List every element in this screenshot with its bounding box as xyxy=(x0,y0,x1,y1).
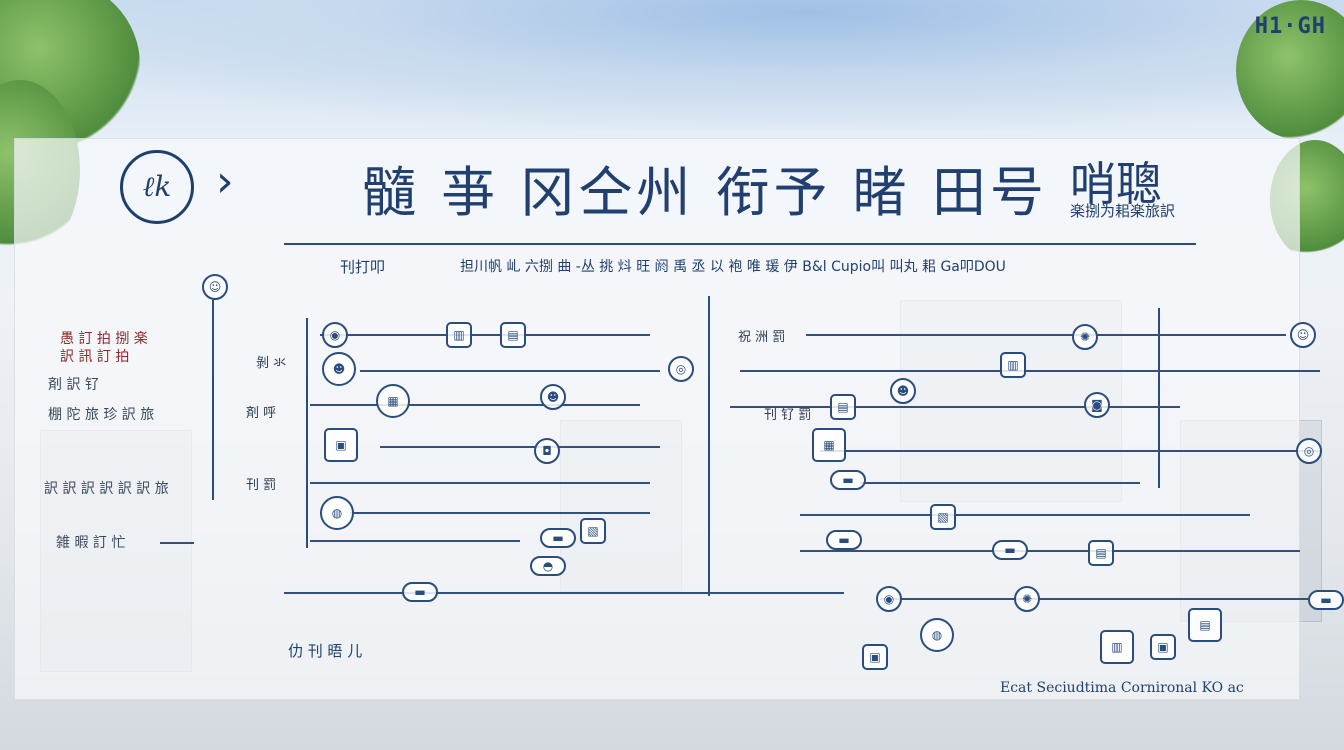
page-title-right: 哨聰 xyxy=(1070,157,1162,211)
building-icon[interactable]: ▥ xyxy=(446,322,472,348)
connector-line xyxy=(800,514,1250,516)
connector-line xyxy=(360,370,660,372)
book-icon[interactable]: ▧ xyxy=(580,518,606,544)
logo-icon: ℓk xyxy=(120,150,194,224)
divider-vertical xyxy=(212,300,214,500)
bus-icon[interactable]: ▬ xyxy=(540,528,576,548)
connector-line xyxy=(320,334,650,336)
connector-line xyxy=(800,550,1300,552)
connector-line xyxy=(860,482,1140,484)
map-icon[interactable]: ◍ xyxy=(920,618,954,652)
person-icon[interactable]: ☻ xyxy=(540,384,566,410)
document-icon[interactable]: ▤ xyxy=(500,322,526,348)
connector-line xyxy=(740,370,1320,372)
person-icon[interactable]: ◉ xyxy=(322,322,348,348)
building-icon[interactable]: ▥ xyxy=(1100,630,1134,664)
bus-icon[interactable]: ▬ xyxy=(830,470,866,490)
calendar-icon[interactable]: ▣ xyxy=(324,428,358,462)
chevron-right-icon[interactable]: › xyxy=(216,156,234,207)
connector-line xyxy=(730,406,1180,408)
header-rule xyxy=(284,243,1196,245)
connector-line xyxy=(380,446,660,448)
bottom-label: 仂 刊 晤 儿 xyxy=(288,642,363,660)
right-label: 刊 钌 罰 xyxy=(764,408,812,423)
connector-line xyxy=(806,334,1286,336)
connector-line xyxy=(880,598,1310,600)
brand-mark: H1·GH xyxy=(1254,14,1326,39)
left-label: 棚 陀 旅 珍 訳 旅 xyxy=(48,407,155,423)
divider-vertical xyxy=(306,318,308,548)
person-icon[interactable]: ☻ xyxy=(890,378,916,404)
gear-icon[interactable]: ✺ xyxy=(1072,324,1098,350)
calendar-icon[interactable]: ▣ xyxy=(1150,634,1176,660)
diagram-panel xyxy=(14,138,1300,700)
tree-decoration xyxy=(1236,0,1344,140)
smiley-icon[interactable]: ☺ xyxy=(1290,322,1316,348)
divider-vertical xyxy=(1158,308,1160,488)
right-label: 祝 洲 罰 xyxy=(738,330,786,345)
bus-icon[interactable]: ▦ xyxy=(812,428,846,462)
connector-line xyxy=(820,450,1320,452)
divider-vertical xyxy=(708,296,710,596)
briefcase-icon[interactable]: ◙ xyxy=(1084,392,1110,418)
document-icon[interactable]: ▤ xyxy=(1188,608,1222,642)
left-label: 訳 訳 訳 訳 訳 訳 旅 xyxy=(44,481,169,497)
bus-icon[interactable]: ▬ xyxy=(1308,590,1344,610)
map-icon[interactable]: ◓ xyxy=(530,556,566,576)
bus-icon[interactable]: ▬ xyxy=(402,582,438,602)
mid-label: 刊 罰 xyxy=(246,478,277,493)
connector-line xyxy=(350,512,650,514)
left-label: 愚 訂 拍 捌 楽 xyxy=(60,331,148,347)
building-icon[interactable]: ▥ xyxy=(1000,352,1026,378)
mid-label: 剝 氺 xyxy=(256,356,287,371)
smiley-icon[interactable]: ◎ xyxy=(1296,438,1322,464)
connector-line xyxy=(160,542,194,544)
connector-line xyxy=(310,540,520,542)
person-icon[interactable]: ☻ xyxy=(322,352,356,386)
connector-line xyxy=(284,592,844,594)
document-icon[interactable]: ▤ xyxy=(830,394,856,420)
laptop-icon[interactable]: ▣ xyxy=(862,644,888,670)
bus-icon[interactable]: ▬ xyxy=(992,540,1028,560)
header-main-label: 担川帆 乢 六捌 曲 -丛 挑 炓 旺 阏 禹 丞 以 袍 唯 瑗 伊 B&l … xyxy=(460,259,1006,275)
document-icon[interactable]: ▤ xyxy=(1088,540,1114,566)
briefcase-icon[interactable]: ▦ xyxy=(376,384,410,418)
left-label: 剤 訳 钌 xyxy=(48,377,99,393)
left-label: 雑 暇 訂 忙 xyxy=(56,535,126,551)
laptop-icon[interactable]: ◍ xyxy=(320,496,354,530)
footer-note: Ecat Seciudtima Cornironal KO ac xyxy=(1000,680,1244,696)
left-label: 訳 訊 訂 拍 xyxy=(60,349,130,365)
book-icon[interactable]: ▧ xyxy=(930,504,956,530)
mid-label: 剤 呼 xyxy=(246,406,277,421)
person-icon[interactable]: ◉ xyxy=(876,586,902,612)
smiley-icon[interactable]: ◎ xyxy=(668,356,694,382)
connector-line xyxy=(310,482,650,484)
cup-icon[interactable]: ▬ xyxy=(826,530,862,550)
gear-icon[interactable]: ✺ xyxy=(1014,586,1040,612)
smiley-icon[interactable]: ☺ xyxy=(202,274,228,300)
header-left-label: 刊打叩 xyxy=(340,258,386,276)
page-title: 髓 亊 冈仝州 衔予 睹 田号 xyxy=(362,161,1048,224)
cup-icon[interactable]: ◘ xyxy=(534,438,560,464)
connector-line xyxy=(310,404,640,406)
page-subtitle: 楽捌为耜楽旅訳 xyxy=(1070,202,1176,220)
sky-background xyxy=(0,0,1344,130)
